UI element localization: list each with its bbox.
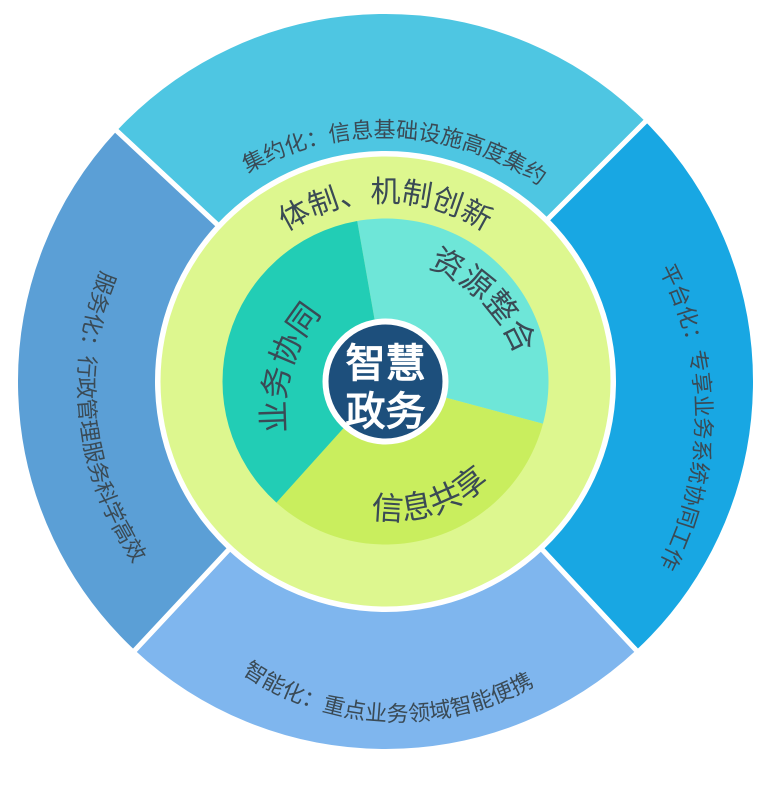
outer-segment-intensive	[111, 9, 651, 230]
inner-segment-business-collaboration	[222, 220, 386, 503]
outer-ring	[13, 9, 758, 754]
outer-segment-platform	[537, 116, 758, 656]
center-label-line2: 政务	[346, 389, 426, 435]
outer-segment-intelligent	[129, 544, 642, 754]
inner-segment-information-sharing	[276, 381, 543, 545]
outer-segment-service	[13, 125, 234, 656]
center-circle	[328, 324, 443, 439]
center-label-line1: 智慧	[346, 341, 426, 387]
